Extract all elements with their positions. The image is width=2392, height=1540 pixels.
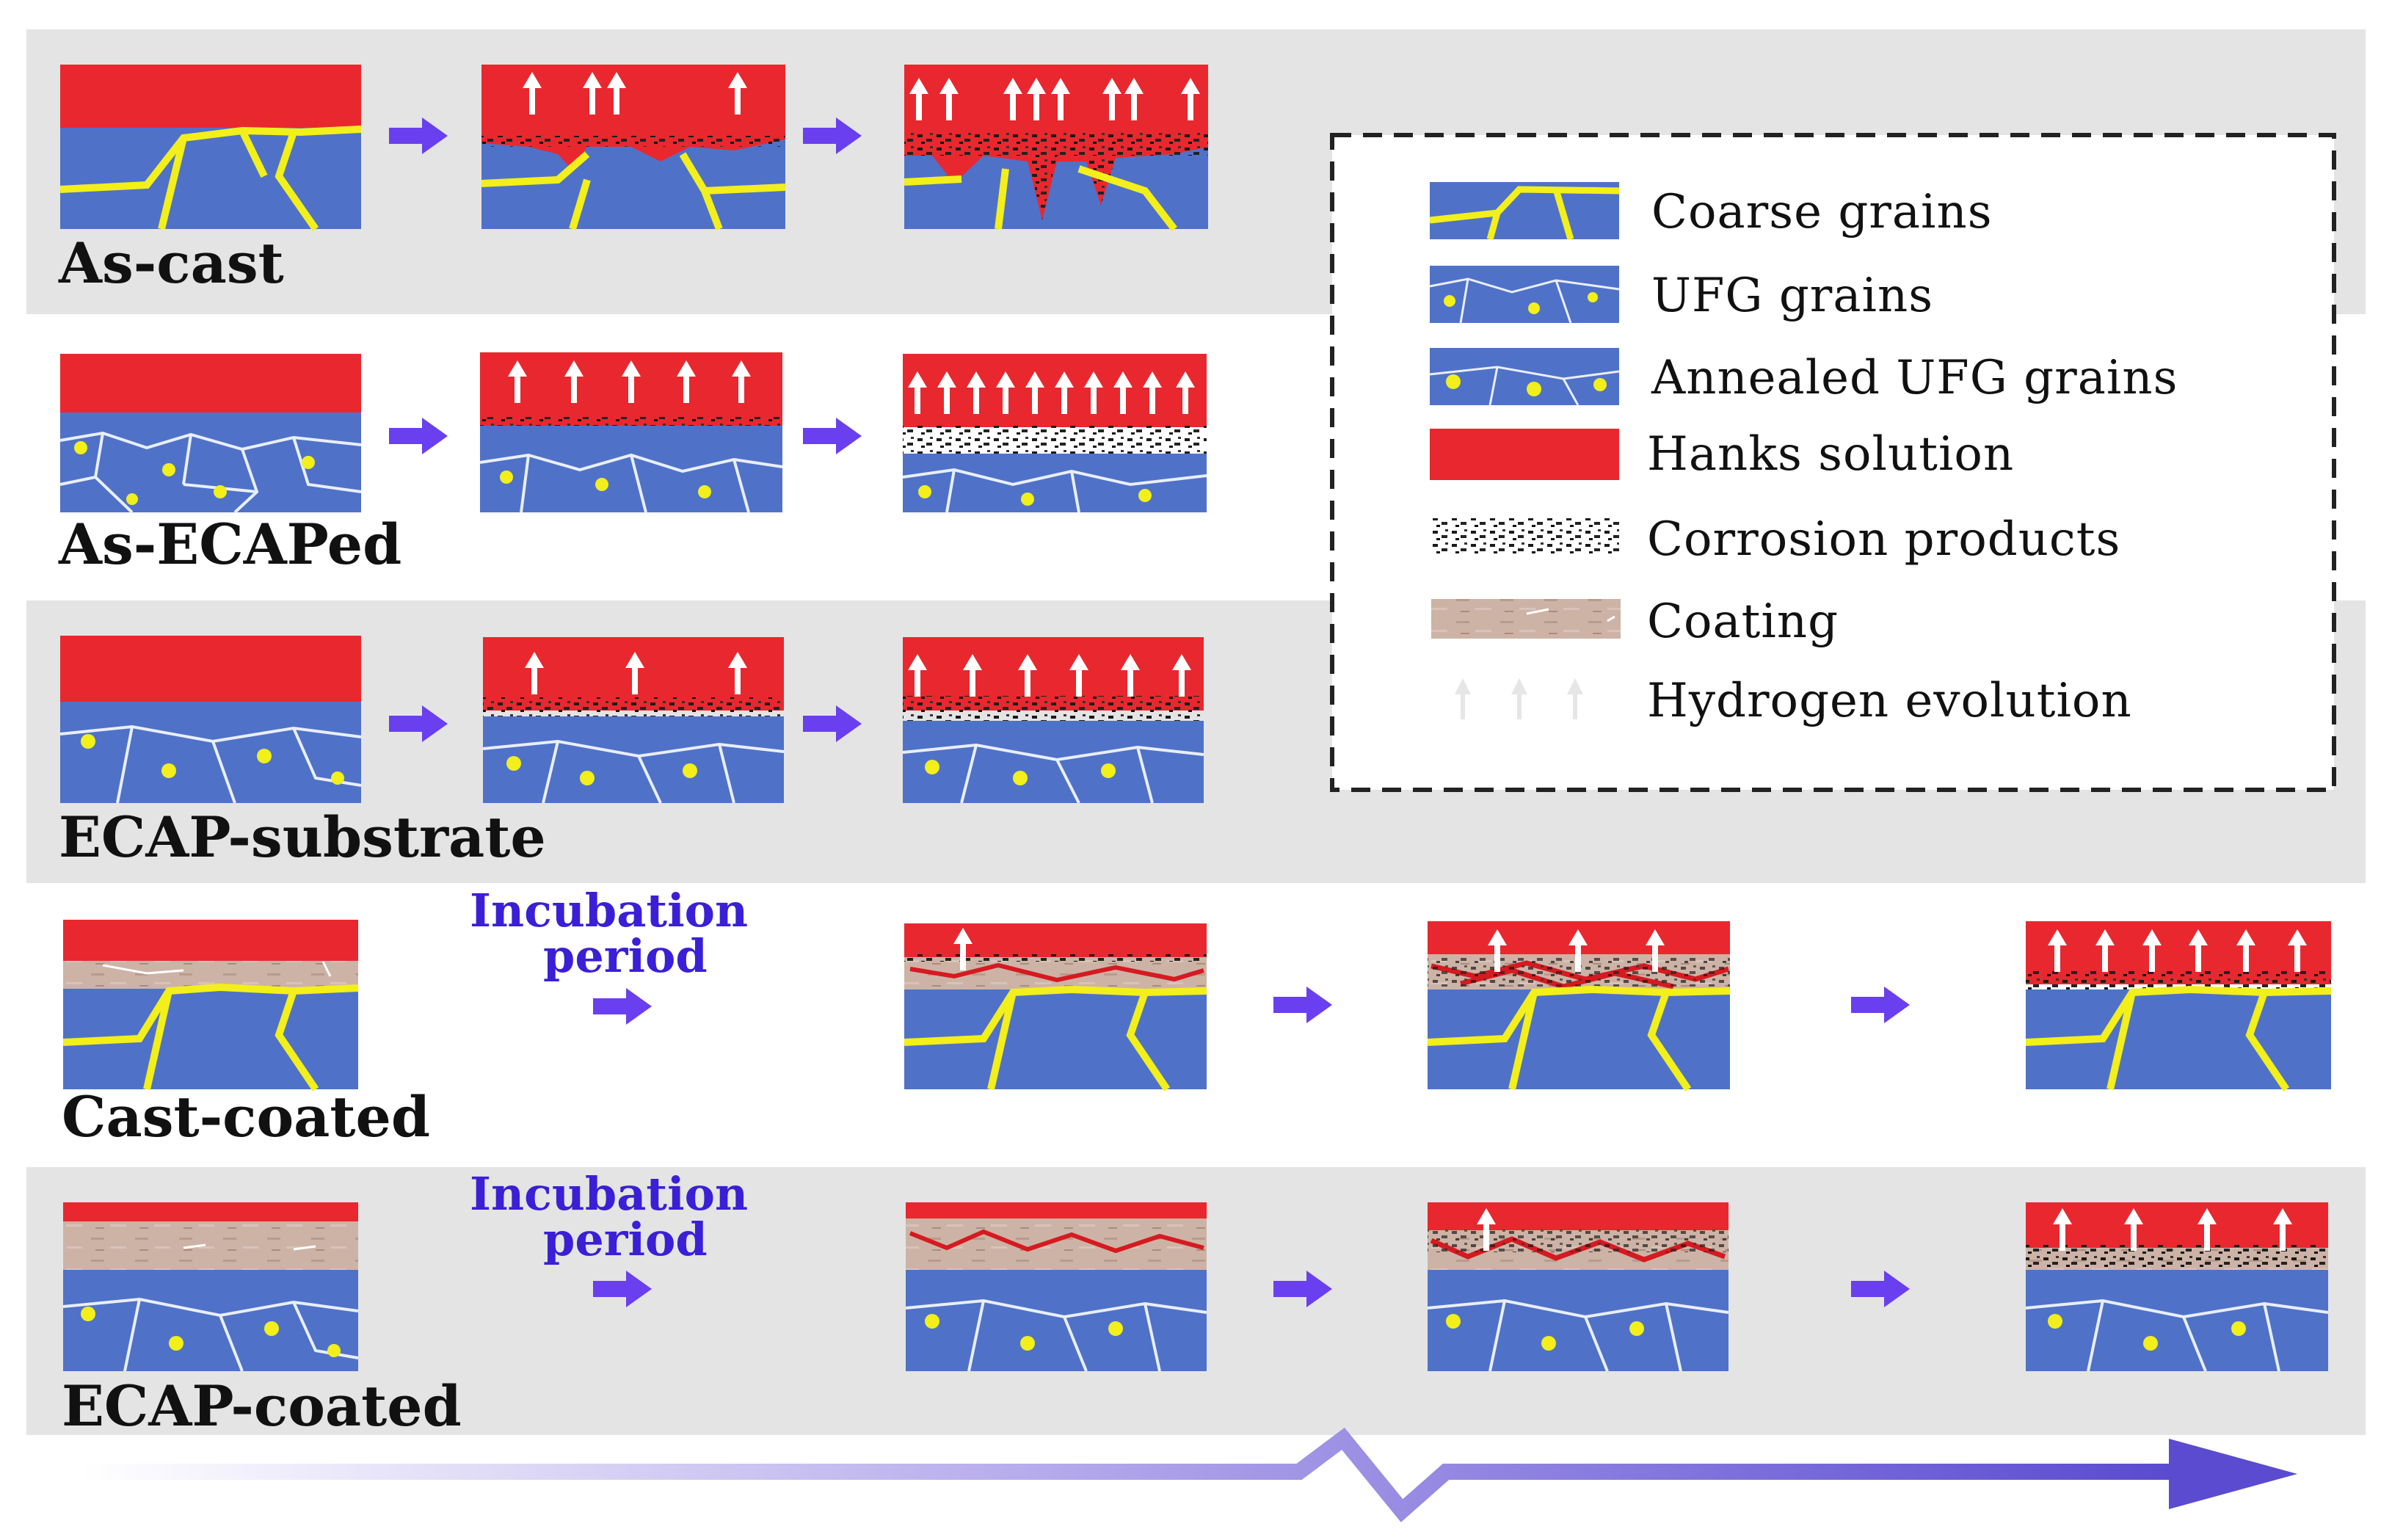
panel-ecap-coated-stage2 (1427, 1202, 1729, 1372)
flow-arrow (1273, 987, 1332, 1023)
row-label-ecap-coated: ECAP-coated (62, 1373, 462, 1439)
legend-label-annealed: Annealed UFG grains (1651, 351, 2178, 405)
panel-as-ecaped-final (902, 354, 1207, 513)
legend-swatch-coarse (1429, 182, 1620, 241)
flow-arrow (1273, 1271, 1332, 1307)
flow-arrow (593, 988, 652, 1025)
legend-swatch-hanks (1430, 429, 1619, 480)
legend-swatch-ufg (1429, 266, 1620, 324)
incubation-label-line2: period (543, 929, 708, 983)
flow-arrow (803, 705, 862, 742)
row-label-cast-coated: Cast-coated (62, 1084, 430, 1149)
panel-as-cast-mid (481, 65, 786, 230)
row-label-as-cast: As-cast (58, 230, 284, 296)
panel-ecap-coated-stage1 (905, 1202, 1207, 1372)
panel-as-ecaped-mid (479, 352, 783, 513)
row-as-cast: As-cast (58, 65, 1208, 296)
legend: Coarse grains UFG grains Annealed UFG gr… (1330, 133, 2336, 792)
row-as-ecaped: As-ECAPed (58, 352, 1207, 577)
flow-arrow (593, 1271, 652, 1307)
panel-cast-coated-stage2 (1427, 921, 1731, 1092)
legend-swatch-corrosion (1430, 518, 1619, 553)
row-label-as-ecaped: As-ECAPed (58, 512, 401, 577)
row-ecap-coated: Incubation period (62, 1167, 2329, 1439)
flow-arrow (389, 418, 448, 454)
legend-label-hanks: Hanks solution (1647, 427, 2014, 482)
legend-label-coarse: Coarse grains (1651, 185, 1993, 239)
panel-cast-coated-initial (62, 920, 359, 1092)
legend-label-hydrogen: Hydrogen evolution (1647, 674, 2132, 728)
legend-swatch-coating (1431, 599, 1621, 639)
panel-cast-coated-stage1 (904, 923, 1207, 1092)
panel-cast-coated-stage3 (2025, 921, 2332, 1092)
row-ecap-substrate: ECAP-substrate (59, 636, 1204, 870)
panel-ecap-substrate-final (902, 637, 1204, 804)
panel-as-cast-initial (59, 65, 362, 231)
flow-arrow (1851, 987, 1910, 1023)
flow-arrow (803, 418, 862, 454)
panel-as-cast-final (904, 65, 1208, 232)
legend-swatch-annealed (1429, 348, 1620, 406)
panel-ecap-coated-initial (62, 1202, 359, 1372)
row-label-ecap-substrate: ECAP-substrate (59, 804, 546, 870)
timeline-arrowhead (2169, 1439, 2297, 1509)
panel-ecap-coated-stage3 (2025, 1202, 2329, 1372)
legend-label-ufg: UFG grains (1651, 269, 1933, 323)
flow-arrow (389, 705, 448, 742)
incubation-label-line2: period (543, 1213, 708, 1266)
flow-arrow (803, 117, 862, 154)
panel-as-ecaped-initial (59, 354, 362, 514)
panel-ecap-substrate-initial (59, 636, 362, 804)
flow-arrow (389, 117, 448, 154)
incubation-label-line1: Incubation (470, 1167, 748, 1221)
legend-swatch-hydrogen (1431, 675, 1621, 719)
flow-arrow (1851, 1271, 1910, 1307)
row-cast-coated: Incubation period (62, 884, 2332, 1149)
panel-ecap-substrate-mid (482, 637, 785, 804)
legend-label-coating: Coating (1647, 595, 1839, 649)
legend-label-corrosion: Corrosion products (1647, 512, 2120, 567)
time-progression-arrow (79, 1427, 2297, 1522)
incubation-label-line1: Incubation (470, 884, 748, 937)
